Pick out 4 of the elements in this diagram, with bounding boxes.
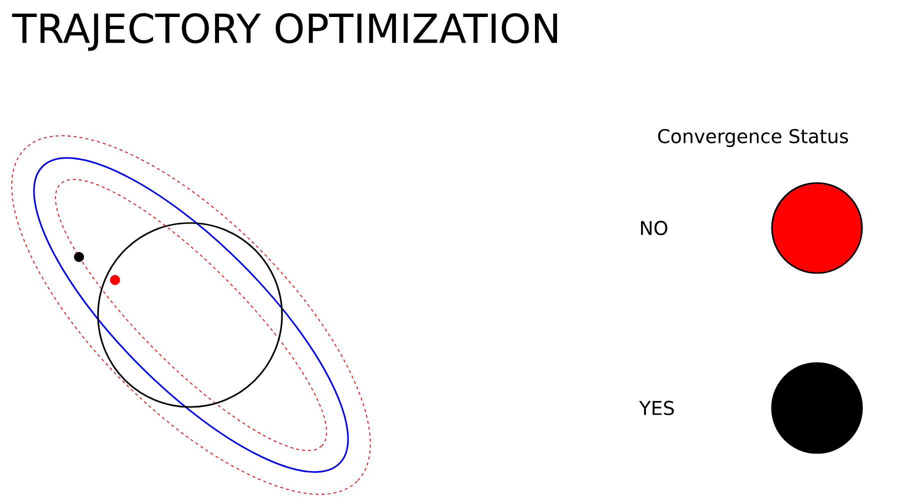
title: TRAJECTORY OPTIMIZATION xyxy=(12,13,558,51)
legend-label: YES xyxy=(639,400,674,416)
legend-heading: Convergence Status xyxy=(658,128,848,148)
legend-label: NO xyxy=(641,220,668,236)
